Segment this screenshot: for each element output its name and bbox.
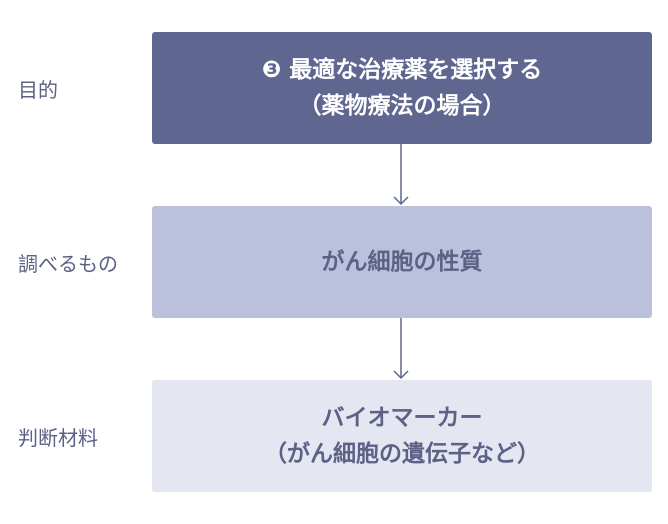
box-purpose-line2: （薬物療法の場合） bbox=[298, 93, 506, 119]
down-arrow-icon bbox=[393, 144, 409, 206]
down-arrow-icon bbox=[393, 318, 409, 380]
row-label-target: 調べるもの bbox=[18, 252, 118, 276]
box-target: がん細胞の性質 bbox=[152, 206, 652, 318]
row-label-purpose: 目的 bbox=[18, 78, 58, 102]
box-purpose: ❸ 最適な治療薬を選択する （薬物療法の場合） bbox=[152, 32, 652, 144]
row-label-criteria: 判断材料 bbox=[18, 426, 98, 450]
box-criteria: バイオマーカー （がん細胞の遺伝子など） bbox=[152, 380, 652, 492]
box-criteria-line1: バイオマーカー bbox=[321, 405, 483, 431]
box-target-line1: がん細胞の性質 bbox=[321, 249, 483, 275]
box-purpose-line1: ❸ 最適な治療薬を選択する bbox=[261, 57, 543, 83]
box-criteria-line2: （がん細胞の遺伝子など） bbox=[264, 441, 540, 467]
